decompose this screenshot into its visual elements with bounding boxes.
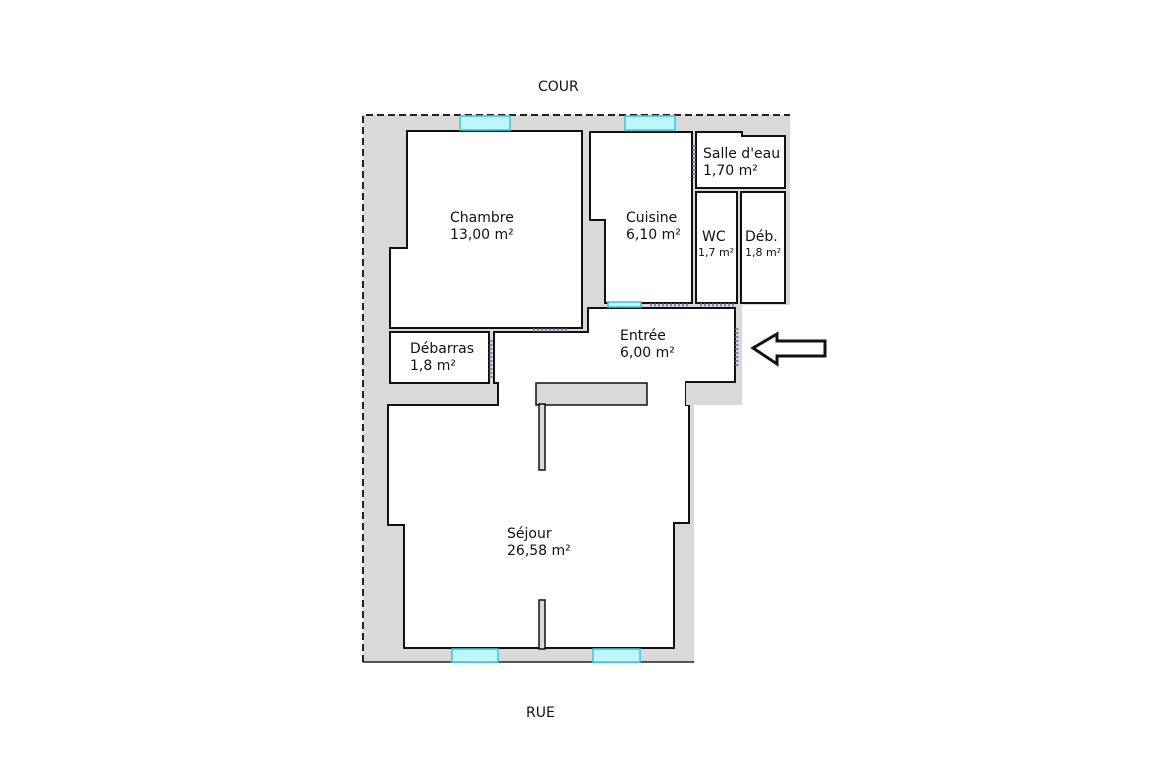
room-area: 1,7 m² [698, 246, 735, 259]
room-chambre [389, 130, 583, 329]
room-name: Chambre [450, 210, 514, 226]
window-sejour-left [451, 648, 499, 663]
room-area: 13,00 m² [450, 227, 514, 243]
room-name: Déb. [745, 229, 778, 245]
label-rue: RUE [526, 705, 555, 721]
room-name: Séjour [507, 526, 552, 542]
room-name: Entrée [620, 328, 666, 344]
room-name: Salle d'eau [703, 146, 781, 162]
window-cuisine [624, 115, 676, 131]
room-area: 1,8 m² [410, 358, 456, 374]
entrance-arrow-icon [750, 331, 827, 367]
room-area: 26,58 m² [507, 543, 571, 559]
room-entree-sejour [387, 307, 736, 649]
room-name: WC [702, 229, 726, 245]
room-area: 1,70 m² [703, 163, 758, 179]
room-name: Cuisine [626, 210, 678, 226]
room-salle-deau [695, 131, 786, 189]
room-debarras [389, 331, 490, 384]
room-deb [740, 191, 786, 304]
room-name: Débarras [410, 341, 474, 357]
room-wc [695, 191, 738, 304]
partition-top [538, 403, 546, 471]
partition-bottom [538, 599, 546, 650]
window-sejour-right [592, 648, 641, 663]
window-chambre [459, 115, 511, 131]
room-area: 6,10 m² [626, 227, 681, 243]
property-boundary [362, 114, 790, 662]
label-cour: COUR [538, 79, 579, 95]
window-cuisine-entree [607, 301, 642, 308]
room-area: 6,00 m² [620, 345, 675, 361]
room-area: 1,8 m² [745, 246, 782, 259]
room-cuisine [589, 131, 693, 304]
partition-wall [535, 382, 648, 406]
room-label-deb: Déb.1,8 m² [745, 229, 781, 260]
